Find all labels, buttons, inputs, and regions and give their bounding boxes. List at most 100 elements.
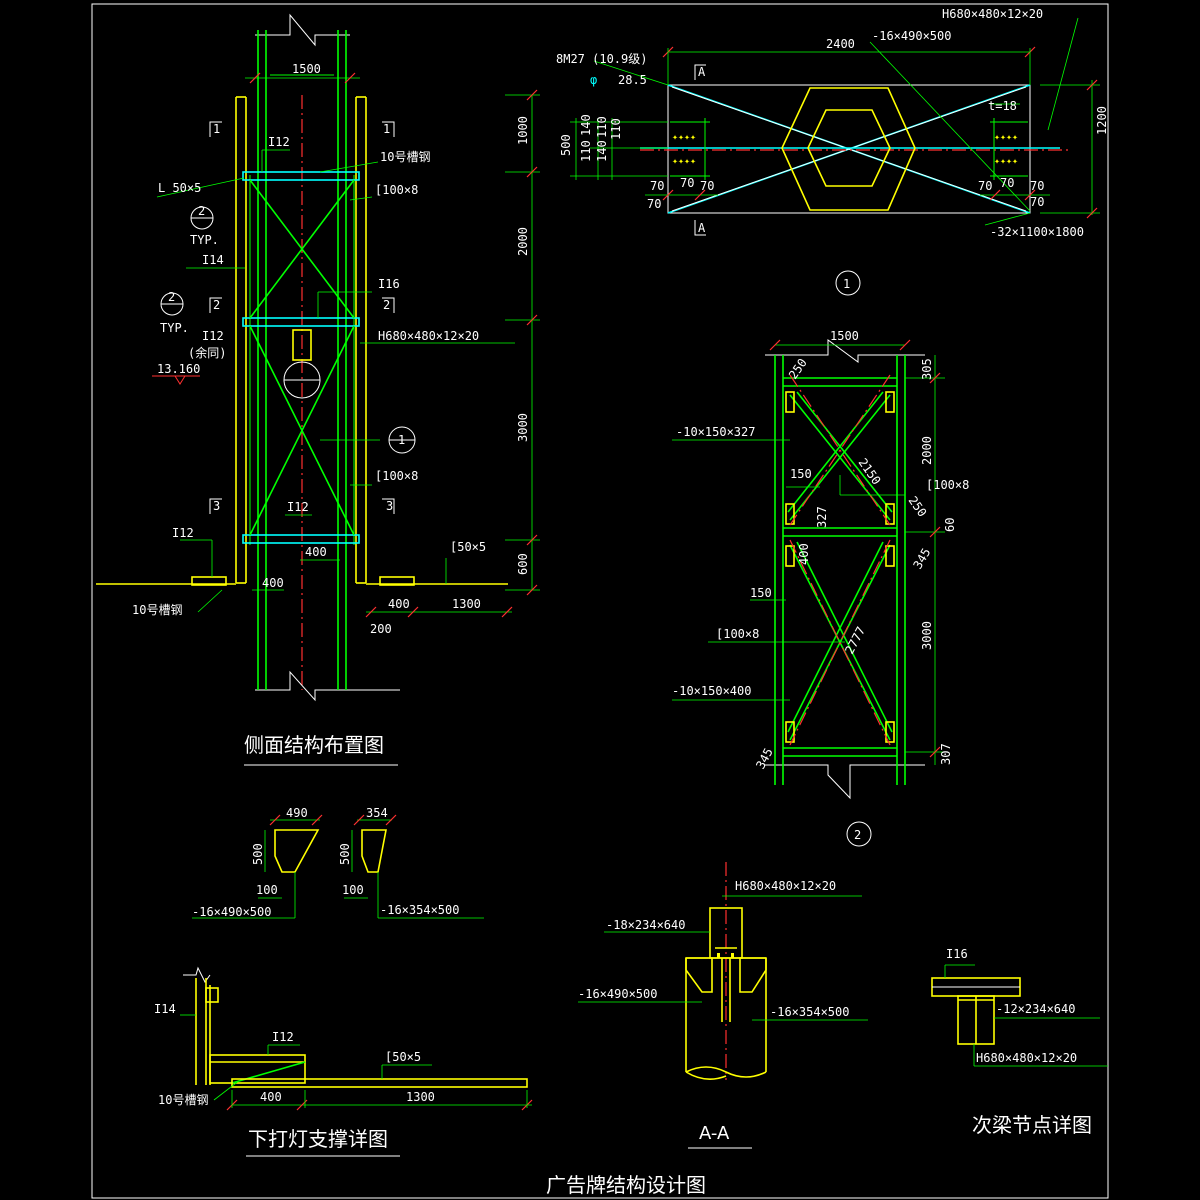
gusset2-base: 100	[342, 883, 364, 897]
side-structure-view: 1500 1 1 I12 10号槽钢 L 50×5 [100×8 2 TYP. …	[96, 13, 540, 766]
label-i14: I14	[202, 253, 224, 267]
label-channel-100x8-top: [100×8	[375, 183, 418, 197]
label-phi-28-5: 28.5	[618, 73, 647, 87]
dim-110-a: 110	[579, 140, 593, 162]
detail-1-plan: ✦✦✦✦ ✦✦✦✦ ✦✦✦✦ ✦✦✦✦	[556, 7, 1109, 296]
aa-label-h680: H680×480×12×20	[735, 879, 836, 893]
svg-text:✦✦✦✦: ✦✦✦✦	[672, 156, 696, 167]
label-channel-10-bottom: 10号槽钢	[132, 603, 182, 617]
ls-label-i14: I14	[154, 1002, 176, 1016]
detail-1-number: 1	[843, 277, 850, 291]
d2-width-1500: 1500	[830, 329, 859, 343]
dim-400-c: 400	[388, 597, 410, 611]
label-channel-10-top: 10号槽钢	[380, 150, 430, 164]
ls-label-channel-10: 10号槽钢	[158, 1093, 208, 1107]
detail-callout-1: 1	[398, 433, 405, 447]
dim-70-h: 70	[1030, 195, 1044, 209]
vdim-2000: 2000	[516, 227, 530, 256]
d2-dim-150-b: 150	[750, 586, 772, 600]
label-same-note: (余同)	[188, 345, 226, 360]
section-a-a: H680×480×12×20 -18×234×640 -16×490×500 -…	[578, 862, 868, 1149]
ls-label-channel-50x5: [50×5	[385, 1050, 421, 1064]
label-channel-50x5: [50×5	[450, 540, 486, 554]
label-h680-side: H680×480×12×20	[378, 329, 479, 343]
bn-label-plate-12: -12×234×640	[996, 1002, 1075, 1016]
d2-dim-400: 400	[797, 543, 811, 565]
light-support-detail: I14 I12 [50×5 10号槽钢 400 1300 下打灯支撑详图	[154, 966, 533, 1157]
ls-dim-1300: 1300	[406, 1090, 435, 1104]
ls-dim-400: 400	[260, 1090, 282, 1104]
ls-label-i12: I12	[272, 1030, 294, 1044]
dim-140-a: 140	[579, 114, 593, 136]
dim-110-b: 110	[595, 116, 609, 138]
d2-vdim-2000: 2000	[920, 436, 934, 465]
d2-vdim-3000: 3000	[920, 621, 934, 650]
label-h680-detail1: H680×480×12×20	[942, 7, 1043, 21]
drawing-title: 广告牌结构设计图	[546, 1173, 706, 1197]
dim-70-e: 70	[978, 179, 992, 193]
svg-text:✦✦✦✦: ✦✦✦✦	[994, 132, 1018, 143]
d2-plate-327: -10×150×327	[676, 425, 755, 439]
vdim-600: 600	[516, 553, 530, 575]
label-typ-a: TYP.	[190, 233, 219, 247]
dim-140-b: 140	[595, 140, 609, 162]
gusset1-base: 100	[256, 883, 278, 897]
label-typ-b: TYP.	[160, 321, 189, 335]
label-plate-16x490x500: -16×490×500	[872, 29, 951, 43]
detail-2-number: 2	[854, 828, 861, 842]
dim-400-a: 400	[305, 545, 327, 559]
svg-text:✦✦✦✦: ✦✦✦✦	[994, 156, 1018, 167]
detail-2-elevation: 1500 250 305 -10×150×327 2150 2000 150 […	[672, 329, 969, 847]
label-t18: t=18	[988, 99, 1017, 113]
aa-label-plate-354: -16×354×500	[770, 1005, 849, 1019]
d2-channel-100x8-a: [100×8	[926, 478, 969, 492]
gusset2-height: 500	[338, 843, 352, 865]
dim-1200: 1200	[1095, 106, 1109, 135]
vdim-1000: 1000	[516, 116, 530, 145]
aa-label-plate-18: -18×234×640	[606, 918, 685, 932]
label-angle-50x5: L 50×5	[158, 181, 201, 195]
gusset2-width: 354	[366, 806, 388, 820]
section-mark-2-left: 2	[213, 298, 220, 312]
dim-200: 200	[370, 622, 392, 636]
beam-node-title: 次梁节点详图	[972, 1113, 1092, 1137]
dim-70-b: 70	[680, 176, 694, 190]
d2-channel-100x8-b: [100×8	[716, 627, 759, 641]
section-mark-a-top: A	[698, 65, 706, 79]
dim-2400: 2400	[826, 37, 855, 51]
phi-symbol: φ	[590, 73, 597, 87]
label-channel-100x8-mid: [100×8	[375, 469, 418, 483]
label-i12-mid: I12	[202, 329, 224, 343]
detail-callout-2a: 2	[198, 204, 205, 218]
elevation-13160: 13.160	[157, 362, 200, 376]
section-mark-a-bottom: A	[698, 221, 706, 235]
dim-70-f: 70	[1000, 176, 1014, 190]
secondary-beam-node-detail: I16 -12×234×640 H680×480×12×20 次梁节点详图	[931, 947, 1108, 1137]
detail-callout-2b: 2	[168, 290, 175, 304]
section-aa-title: A-A	[699, 1123, 730, 1144]
aa-label-plate-490: -16×490×500	[578, 987, 657, 1001]
gusset1-width: 490	[286, 806, 308, 820]
section-mark-1-right: 1	[383, 122, 390, 136]
dim-500: 500	[559, 134, 573, 156]
bn-label-h680: H680×480×12×20	[976, 1051, 1077, 1065]
svg-text:✦✦✦✦: ✦✦✦✦	[672, 132, 696, 143]
section-mark-2-right: 2	[383, 298, 390, 312]
d2-plate-400: -10×150×400	[672, 684, 751, 698]
label-plate-32x1100x1800: -32×1100×1800	[990, 225, 1084, 239]
dim-70-a: 70	[650, 179, 664, 193]
bn-label-i16: I16	[946, 947, 968, 961]
label-i12-bottom: I12	[287, 500, 309, 514]
vdim-3000: 3000	[516, 413, 530, 442]
dim-110-c: 110	[609, 118, 623, 140]
gusset1-height: 500	[251, 843, 265, 865]
d2-dim-150-a: 150	[790, 467, 812, 481]
d2-dim-305: 305	[920, 358, 934, 380]
d2-dim-327: 327	[815, 506, 829, 528]
d2-dim-60: 60	[943, 518, 957, 532]
side-width-1500: 1500	[292, 62, 321, 76]
dim-70-c: 70	[700, 179, 714, 193]
dim-70-d: 70	[647, 197, 661, 211]
dim-400-b: 400	[262, 576, 284, 590]
